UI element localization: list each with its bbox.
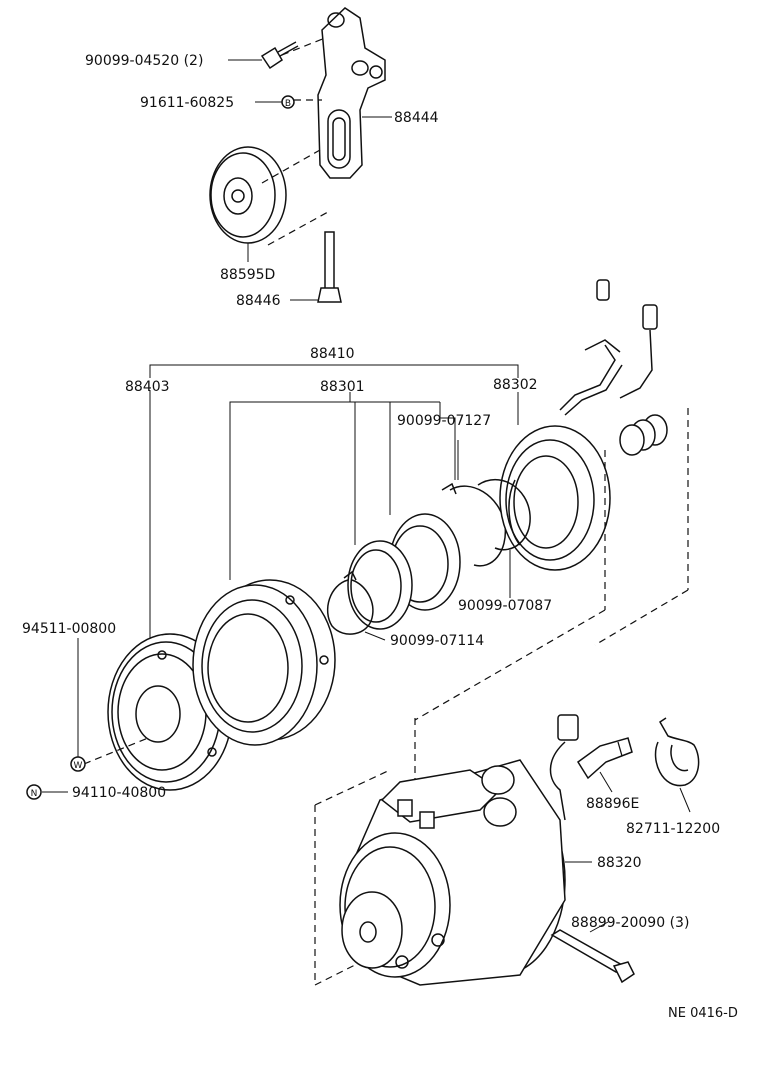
badge-w-icon: W bbox=[70, 756, 86, 772]
pulley-88595d bbox=[209, 146, 287, 244]
label-88899-20090: 88899-20090 (3) bbox=[571, 915, 689, 931]
label-88444: 88444 bbox=[394, 110, 439, 126]
bolt-88899-20090 bbox=[550, 929, 635, 984]
label-90099-07087: 90099-07087 bbox=[458, 598, 552, 614]
label-91611-60825: 91611-60825 bbox=[140, 95, 234, 111]
bracket-88444 bbox=[317, 7, 386, 179]
bolt-88446 bbox=[317, 231, 342, 303]
label-94511-00800: 94511-00800 bbox=[22, 621, 116, 637]
compressor-88320 bbox=[339, 714, 579, 986]
label-90099-07127: 90099-07127 bbox=[397, 413, 491, 429]
diagram-code: NE 0416-D bbox=[668, 1006, 738, 1021]
label-88896e: 88896E bbox=[586, 796, 639, 812]
svg-text:N: N bbox=[31, 789, 38, 799]
fitting-88896e bbox=[576, 737, 633, 780]
label-88446: 88446 bbox=[236, 293, 281, 309]
rotor-pulley-88301 bbox=[192, 579, 336, 746]
label-94110-40800: 94110-40800 bbox=[72, 785, 166, 801]
label-88403: 88403 bbox=[125, 379, 170, 395]
label-88302: 88302 bbox=[493, 377, 538, 393]
badge-b-icon: B bbox=[281, 95, 295, 109]
snap-ring-90099-07087 bbox=[477, 479, 531, 551]
label-88410: 88410 bbox=[310, 346, 355, 362]
svg-text:B: B bbox=[285, 99, 291, 109]
label-88595d: 88595D bbox=[220, 267, 275, 283]
label-88320: 88320 bbox=[597, 855, 642, 871]
label-90099-04520: 90099-04520 (2) bbox=[85, 53, 203, 69]
bearing bbox=[347, 513, 461, 630]
svg-text:W: W bbox=[74, 761, 83, 771]
spacer-rings bbox=[619, 414, 668, 456]
label-90099-07114: 90099-07114 bbox=[390, 633, 484, 649]
label-88301: 88301 bbox=[320, 379, 365, 395]
snap-ring-90099-07114 bbox=[327, 570, 374, 635]
label-82711-12200: 82711-12200 bbox=[626, 821, 720, 837]
label-82711-12200 bbox=[654, 717, 700, 787]
bolt-90099-04520 bbox=[260, 41, 299, 70]
badge-n-icon: N bbox=[26, 784, 42, 800]
